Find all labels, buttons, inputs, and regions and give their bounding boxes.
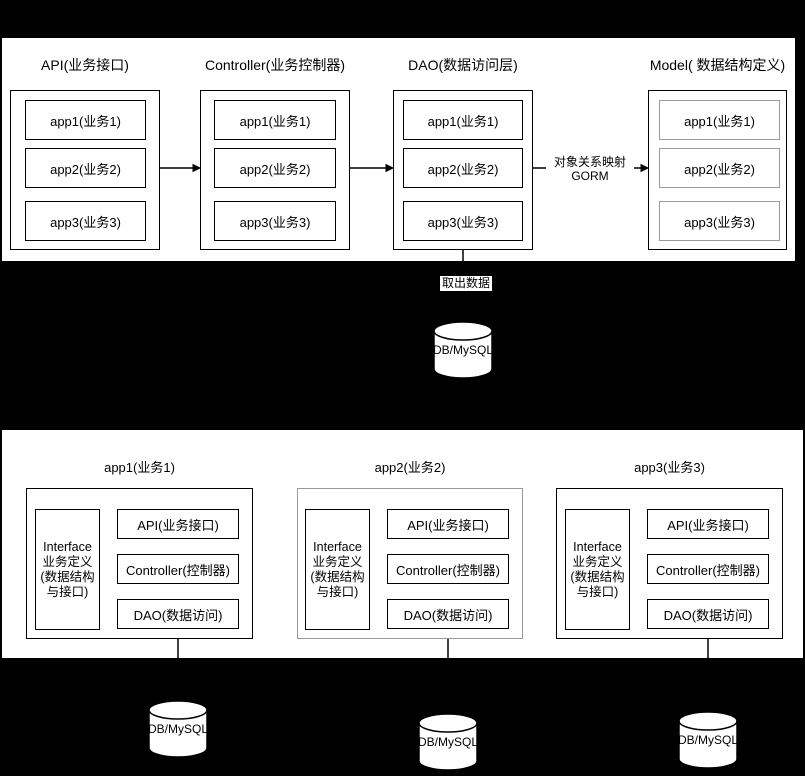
fetch-data-label: 取出数据: [440, 276, 492, 291]
orm-mapping-label-line2: GORM: [571, 169, 609, 183]
database-cylinder-icon: [433, 321, 493, 379]
app2-interface-box: Interface 业务定义 (数据结构 与接口): [305, 509, 370, 630]
model-app1-box: app1(业务1): [659, 100, 780, 140]
database-label: DB/MySQL: [147, 722, 208, 736]
app2-api-box: API(业务接口): [387, 509, 509, 539]
app1-dao-box: DAO(数据访问): [117, 599, 239, 629]
database-cylinder-icon: [678, 711, 738, 769]
group-title-app3: app3(业务3): [634, 460, 705, 475]
orm-mapping-label: 对象关系映射 GORM: [546, 155, 634, 183]
app3-controller-box: Controller(控制器): [647, 554, 769, 584]
app2-dao-box: DAO(数据访问): [387, 599, 509, 629]
app1-controller-box: Controller(控制器): [117, 554, 239, 584]
dao-app3-box: app3(业务3): [403, 201, 523, 241]
database-cylinder-icon: [418, 713, 478, 771]
column-title-api: API(业务接口): [41, 57, 129, 73]
group-title-app2: app2(业务2): [374, 460, 446, 475]
database-label: DB/MySQL: [417, 735, 478, 749]
orm-mapping-label-line1: 对象关系映射: [553, 155, 626, 169]
app3-dao-box: DAO(数据访问): [647, 599, 769, 629]
app3-interface-box: Interface 业务定义 (数据结构 与接口): [565, 509, 630, 630]
database-label: DB/MySQL: [677, 733, 738, 747]
app1-interface-box: Interface 业务定义 (数据结构 与接口): [35, 509, 100, 630]
model-app2-box: app2(业务2): [659, 148, 780, 188]
database-mysql-top: DB/MySQL: [433, 321, 493, 379]
app3-api-box: API(业务接口): [647, 509, 769, 539]
database-cylinder-icon: [148, 700, 208, 758]
api-app3-box: app3(业务3): [25, 201, 146, 241]
app2-controller-box: Controller(控制器): [387, 554, 509, 584]
controller-app2-box: app2(业务2): [214, 148, 336, 188]
group-title-app1: app1(业务1): [104, 460, 175, 475]
api-app1-box: app1(业务1): [25, 100, 146, 140]
api-app2-box: app2(业务2): [25, 148, 146, 188]
app1-api-box: API(业务接口): [117, 509, 239, 539]
dao-app1-box: app1(业务1): [403, 100, 523, 140]
column-title-model: Model( 数据结构定义): [649, 57, 786, 73]
database-label: DB/MySQL: [432, 343, 493, 357]
model-app3-box: app3(业务3): [659, 201, 780, 241]
database-mysql-app3: DB/MySQL: [678, 711, 738, 769]
controller-app1-box: app1(业务1): [214, 100, 336, 140]
database-mysql-app2: DB/MySQL: [418, 713, 478, 771]
dao-app2-box: app2(业务2): [403, 148, 523, 188]
column-title-controller: Controller(业务控制器): [204, 57, 345, 73]
column-title-dao: DAO(数据访问层): [408, 57, 518, 73]
controller-app3-box: app3(业务3): [214, 201, 336, 241]
database-mysql-app1: DB/MySQL: [148, 700, 208, 758]
